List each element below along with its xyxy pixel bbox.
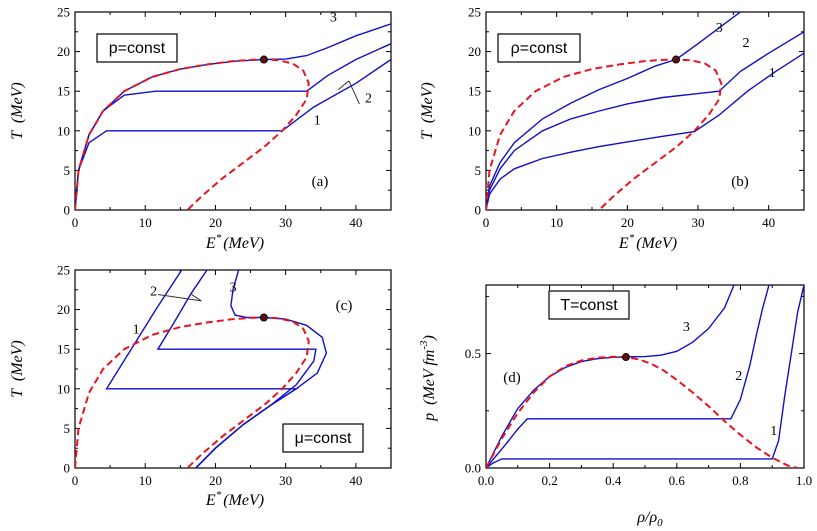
x-tick-label: 0.2 xyxy=(541,473,557,488)
curve-label-1: 1 xyxy=(314,113,321,128)
y-axis-label: p (MeV fm-3) xyxy=(418,335,438,422)
series-line-2 xyxy=(486,285,770,468)
y-tick-label: 15 xyxy=(468,84,481,99)
x-tick-label: 10 xyxy=(139,473,152,488)
y-tick-label: 20 xyxy=(468,44,481,59)
x-tick-label: 10 xyxy=(139,215,152,230)
chart-panel-a: 0 10 20 30 40 0 5 10 15 20 25 3 2 1 p=const (a) E*(MeV) T… xyxy=(9,5,392,252)
series-line-1 xyxy=(105,270,299,468)
y-tick-label: 0 xyxy=(64,203,71,218)
condition-box xyxy=(497,33,581,63)
critical-point xyxy=(672,55,681,64)
x-tick-label: 0 xyxy=(72,473,79,488)
condition-box xyxy=(548,290,630,320)
x-axis-label: E*(MeV) xyxy=(618,232,677,252)
condition-label: μ=const xyxy=(295,430,352,447)
x-tick-label: 20 xyxy=(209,473,222,488)
panel-label: (d) xyxy=(503,370,521,386)
panel-label: (c) xyxy=(336,298,353,314)
chart-panel-b: 0 10 20 30 40 0 5 10 15 20 25 3 2 1 ρ=const (b) E*(MeV) T… xyxy=(419,5,805,252)
spinodal-curve xyxy=(75,316,310,468)
condition-label: T=const xyxy=(560,297,618,314)
series-line-1 xyxy=(75,58,391,210)
x-axis-label: E*(MeV) xyxy=(205,489,264,509)
spinodal-curve xyxy=(75,58,310,210)
y-axis-label: T (MeV) xyxy=(9,82,26,139)
curve-label-3: 3 xyxy=(716,21,723,36)
y-tick-label: 5 xyxy=(475,163,482,178)
curve-label-1: 1 xyxy=(770,424,777,439)
x-tick-label: 0 xyxy=(72,215,79,230)
curve-label-1: 1 xyxy=(133,322,140,337)
y-axis-label: T (MeV) xyxy=(419,82,436,139)
spinodal-curve xyxy=(486,355,798,468)
curve-label-2: 2 xyxy=(150,284,157,299)
y-tick-label: 25 xyxy=(468,5,481,20)
critical-point xyxy=(259,313,268,322)
x-tick-label: 0.8 xyxy=(732,473,748,488)
chart-panel-c: 0 10 20 30 40 0 5 10 15 20 25 3 2 1 μ=const (c) E*(MeV) T… xyxy=(9,263,392,509)
x-tick-label: 40 xyxy=(349,473,362,488)
y-tick-label: 0.0 xyxy=(465,461,481,476)
y-tick-label: 20 xyxy=(57,44,70,59)
series-line-2 xyxy=(75,43,391,210)
curve-label-2: 2 xyxy=(365,91,372,106)
y-tick-label: 15 xyxy=(57,84,70,99)
x-tick-label: 0.4 xyxy=(605,473,622,488)
y-tick-label: 25 xyxy=(57,263,70,278)
y-tick-label: 5 xyxy=(64,421,71,436)
annotation-arrow-head xyxy=(191,294,202,302)
y-tick-label: 0.5 xyxy=(465,346,481,361)
y-tick-label: 0 xyxy=(64,461,71,476)
annotation-arrow-head xyxy=(338,80,350,91)
y-tick-label: 10 xyxy=(468,123,481,138)
critical-point xyxy=(621,353,630,362)
condition-box xyxy=(282,423,364,453)
x-tick-label: 10 xyxy=(550,215,563,230)
y-tick-label: 0 xyxy=(475,203,482,218)
curve-label-3: 3 xyxy=(230,280,237,295)
annotation-arrow xyxy=(157,294,202,302)
x-axis-label: E*(MeV) xyxy=(205,232,264,252)
chart-panel-d: 0.0 0.2 0.4 0.6 0.8 1.0 0.0 0.5 3 2 1 T=const (d) ρ/ρ… xyxy=(418,284,812,529)
plot-frame xyxy=(485,284,805,469)
curve-label-3: 3 xyxy=(330,11,337,26)
spinodal-curve xyxy=(486,58,723,210)
y-tick-label: 5 xyxy=(64,163,71,178)
y-tick-label: 10 xyxy=(57,381,70,396)
x-tick-label: 40 xyxy=(762,215,775,230)
critical-point xyxy=(259,55,268,64)
y-axis-label: T (MeV) xyxy=(9,340,26,397)
x-tick-label: 20 xyxy=(621,215,634,230)
y-tick-label: 10 xyxy=(57,123,70,138)
series-line-1 xyxy=(486,52,804,210)
curve-label-3: 3 xyxy=(683,320,690,335)
condition-label: p=const xyxy=(109,40,166,57)
curve-label-2: 2 xyxy=(735,369,742,384)
y-tick-label: 25 xyxy=(57,5,70,20)
annotation-arrow xyxy=(348,80,360,105)
series-line-3 xyxy=(486,12,741,210)
x-tick-label: 0 xyxy=(483,215,490,230)
x-tick-label: 40 xyxy=(349,215,362,230)
x-axis-label: ρ/ρ0 xyxy=(636,509,663,529)
series-line-1 xyxy=(486,285,804,468)
x-tick-label: 0.0 xyxy=(478,473,494,488)
condition-box xyxy=(96,33,178,63)
x-tick-label: 30 xyxy=(692,215,705,230)
y-tick-label: 15 xyxy=(57,342,70,357)
curve-label-1: 1 xyxy=(769,66,776,81)
x-tick-label: 30 xyxy=(279,473,292,488)
condition-label: ρ=const xyxy=(511,40,568,57)
x-tick-label: 20 xyxy=(209,215,222,230)
y-tick-label: 20 xyxy=(57,302,70,317)
x-tick-label: 1.0 xyxy=(796,473,812,488)
series-line-2 xyxy=(486,31,804,210)
x-tick-label: 30 xyxy=(279,215,292,230)
panel-label: (b) xyxy=(731,174,749,190)
curve-label-2: 2 xyxy=(743,36,750,51)
panel-label: (a) xyxy=(312,174,329,190)
x-tick-label: 0.6 xyxy=(669,473,686,488)
